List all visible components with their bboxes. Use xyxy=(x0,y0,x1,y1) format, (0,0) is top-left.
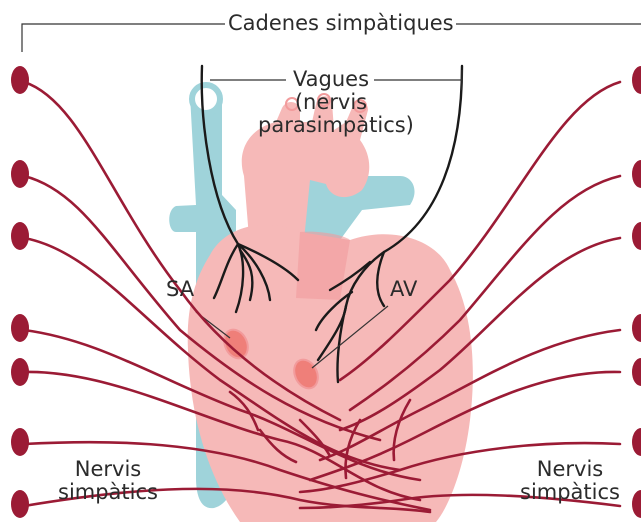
heart-body xyxy=(188,225,473,522)
sympathetic-chains-label: Cadenes simpàtiques xyxy=(226,12,456,35)
right-nerves-label: Nervis simpàtics xyxy=(510,458,630,504)
vagus-label: Vagues (nervis parasimpàtics) xyxy=(258,68,404,137)
sympathetic-ganglia-left xyxy=(11,66,29,518)
sympathetic-ganglia-right xyxy=(632,66,641,518)
vagus-label-line3: parasimpàtics) xyxy=(258,114,404,137)
vagus-label-line2: (nervis xyxy=(258,91,404,114)
vagus-label-line1: Vagues xyxy=(291,68,371,91)
left-nerves-label-line1: Nervis xyxy=(48,458,168,481)
sa-node-label: SA xyxy=(166,278,194,301)
left-nerves-label-line2: simpàtics xyxy=(48,481,168,504)
right-nerves-label-line2: simpàtics xyxy=(510,481,630,504)
left-nerves-label: Nervis simpàtics xyxy=(48,458,168,504)
av-node-label: AV xyxy=(390,278,417,301)
right-nerves-label-line1: Nervis xyxy=(510,458,630,481)
